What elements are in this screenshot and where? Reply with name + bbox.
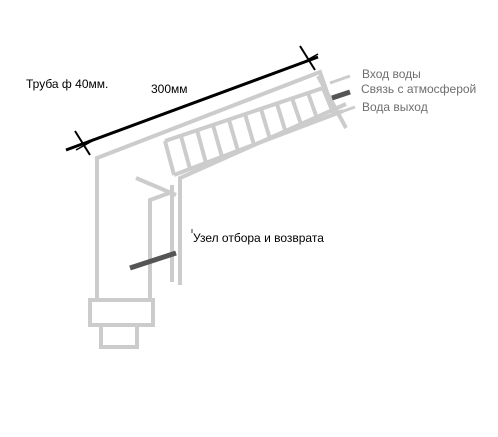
dimension-tick-right xyxy=(299,45,316,71)
base-nozzle xyxy=(99,323,139,349)
length-label: 300мм xyxy=(151,82,188,96)
base-fitting xyxy=(88,298,155,349)
intake-return-unit-label: Узел отбора и возврата xyxy=(193,231,324,245)
ladder-rungs xyxy=(163,87,336,176)
dimension-main xyxy=(65,55,319,152)
base-flange xyxy=(88,298,155,327)
water-out-stub xyxy=(337,105,356,115)
water-in-stub xyxy=(329,74,351,85)
ladder-section xyxy=(163,75,348,177)
dimension-tick-left xyxy=(74,130,91,156)
water-in-label: Вход воды xyxy=(362,67,421,81)
ladder-bottom-rail xyxy=(173,109,344,177)
pipe-bend-diagonal xyxy=(135,176,177,197)
end-connections xyxy=(329,74,356,115)
pipe-diameter-label: Труба ф 40мм. xyxy=(26,77,109,91)
atmosphere-rod xyxy=(331,89,351,101)
dimension-hatch-right xyxy=(299,53,319,65)
water-out-label: Вода выход xyxy=(362,100,428,114)
atmosphere-link-label: Связь с атмосферой xyxy=(361,82,477,96)
intake-rod xyxy=(129,250,177,271)
pipe-end-cap xyxy=(316,75,348,129)
dimension-hatch-left xyxy=(75,139,95,151)
pipe-inner-edge xyxy=(178,102,347,285)
dimension-line xyxy=(65,45,319,156)
pipe-right-leg xyxy=(148,190,173,300)
